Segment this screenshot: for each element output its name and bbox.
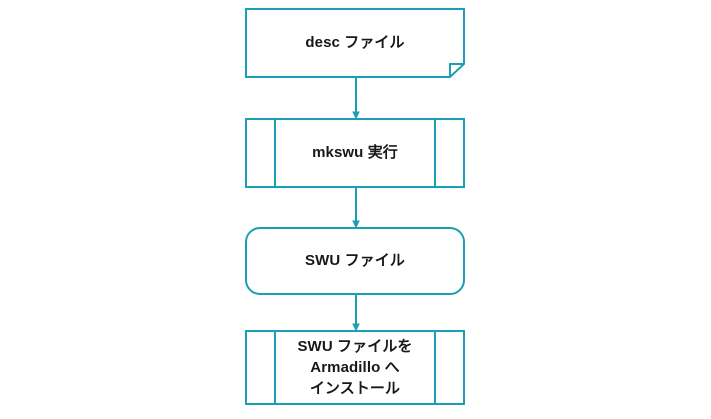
connector-desc-to-mkswu — [346, 78, 366, 120]
node-mkswu-run[interactable]: mkswu 実行 — [245, 118, 465, 188]
node-swu-file[interactable]: SWU ファイル — [245, 227, 465, 295]
node-desc-file[interactable]: desc ファイル — [245, 8, 465, 78]
node-label: SWU ファイル — [305, 252, 405, 270]
node-label: desc ファイル — [305, 34, 405, 52]
node-install-to-armadillo[interactable]: SWU ファイルを Armadillo へ インストール — [245, 330, 465, 405]
arrowhead-down-icon — [352, 111, 360, 120]
connector-swu-to-install — [346, 295, 366, 332]
document-shape-icon — [245, 8, 465, 78]
arrowhead-down-icon — [352, 220, 360, 229]
arrowhead-down-icon — [352, 323, 360, 332]
connector-mkswu-to-swu — [346, 188, 366, 229]
predefined-process-shape-icon — [245, 330, 465, 405]
rounded-rectangle-shape-icon — [245, 227, 465, 295]
predefined-process-shape-icon — [245, 118, 465, 188]
node-label: mkswu 実行 — [312, 144, 398, 162]
node-label: SWU ファイルを Armadillo へ インストール — [297, 337, 413, 398]
